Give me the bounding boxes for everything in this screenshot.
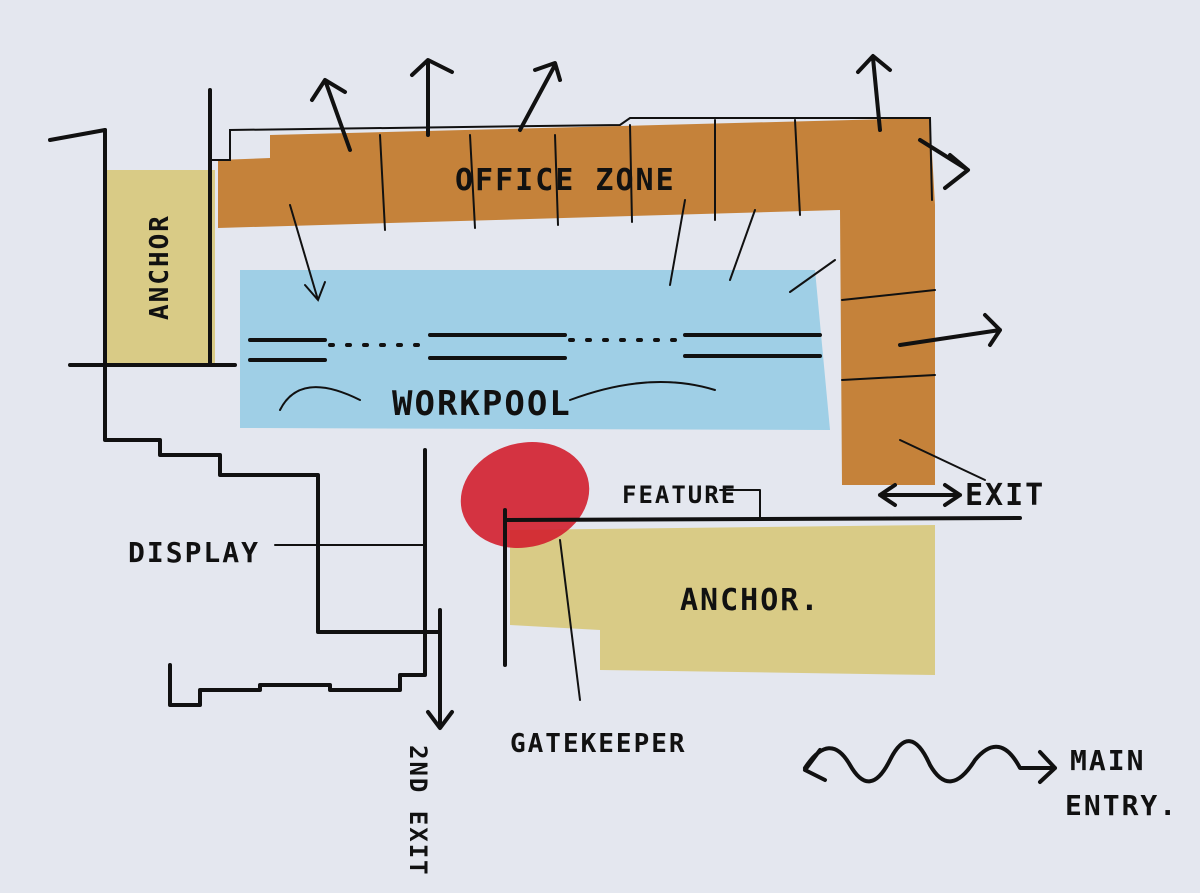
main-entry-label-line1: MAIN: [1070, 744, 1145, 777]
main-entry-label-line2: ENTRY.: [1065, 789, 1178, 822]
anchor-left-zone: [105, 170, 215, 365]
workpool-label: WORKPOOL: [392, 384, 572, 424]
display-label: DISPLAY: [128, 536, 260, 569]
anchor-bottom-zone: [510, 525, 935, 675]
walls: [48, 88, 1057, 784]
arrows: [274, 54, 1002, 701]
office-zone-label: OFFICE ZONE: [455, 163, 676, 198]
exit-label: EXIT: [965, 478, 1045, 513]
anchor-bottom-label: ANCHOR.: [680, 583, 820, 618]
feature-label: FEATURE: [622, 481, 737, 509]
second-exit-label: 2ND EXIT: [404, 745, 432, 877]
workpool-zone: [240, 270, 830, 430]
anchor-left-label: ANCHOR: [145, 214, 175, 320]
gatekeeper-label: GATEKEEPER: [510, 729, 687, 759]
